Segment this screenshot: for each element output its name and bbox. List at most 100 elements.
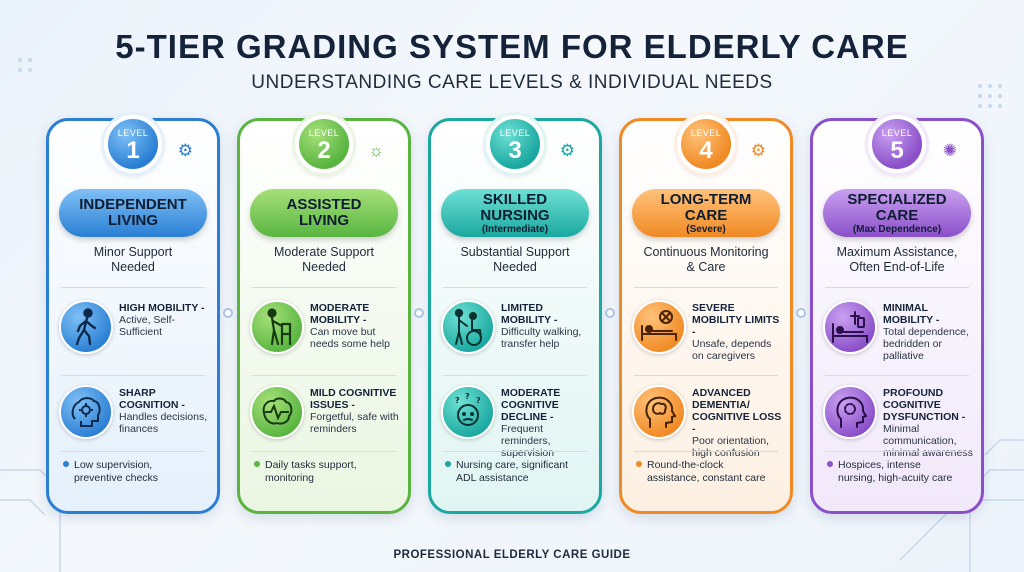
person-walker-icon <box>250 300 304 354</box>
header: 5-TIER GRADING SYSTEM FOR ELDERLY CARE U… <box>0 28 1024 94</box>
bullet-dot <box>445 461 451 468</box>
level-name-qualifier: (Max Dependence) <box>852 223 942 235</box>
level-card-4: LEVEL 4 ⚙ LONG-TERM CARE (Severe) Contin… <box>619 115 793 514</box>
level-badge-number: 5 <box>890 137 904 164</box>
level-card-2: LEVEL 2 ☼ ASSISTED LIVING Moderate Suppo… <box>237 115 411 514</box>
level-badge-number: 3 <box>508 137 522 164</box>
level-name-qualifier: (Severe) <box>686 223 726 235</box>
svg-text:?: ? <box>476 396 481 405</box>
level-badge: LEVEL 5 <box>868 115 926 173</box>
feature-cognition: MILD COGNITIVE ISSUES - Forgetful, safe … <box>250 381 402 451</box>
care-summary-line1: Low supervision, <box>74 459 153 471</box>
feature-mobility: MINIMAL MOBILITY - Total dependence, bed… <box>823 296 975 366</box>
care-summary: Hospices, intense nursing, high-acuity c… <box>827 459 975 485</box>
feature-description: Forgetful, safe with reminders <box>310 411 399 435</box>
footer-caption: PROFESSIONAL ELDERLY CARE GUIDE <box>393 549 631 561</box>
care-summary-line2: ADL assistance <box>456 472 529 484</box>
divider <box>61 287 205 288</box>
feature-heading: SHARP COGNITION - <box>119 387 185 411</box>
wheelchair-assist-icon <box>441 300 495 354</box>
divider <box>61 375 205 376</box>
bullet-dot <box>636 461 642 468</box>
feature-description: Poor orientation, high confusion <box>692 435 770 459</box>
level-badge-number: 4 <box>699 137 713 164</box>
feature-heading: LIMITED MOBILITY - <box>501 302 558 326</box>
level-badge-label: LEVEL <box>881 128 913 138</box>
level-name-pill: SPECIALIZED CARE (Max Dependence) <box>823 189 971 237</box>
level-name: SKILLED NURSING <box>480 190 550 224</box>
feature-cognition: SHARP COGNITION - Handles decisions, fin… <box>59 381 211 451</box>
feature-description: Frequent reminders, supervision <box>501 423 555 459</box>
feature-heading: SEVERE MOBILITY LIMITS - <box>692 302 780 338</box>
divider <box>634 375 778 376</box>
care-summary: Round-the-clock assistance, constant car… <box>636 459 784 485</box>
feature-heading: MODERATE COGNITIVE DECLINE - <box>501 387 561 423</box>
card-connector <box>414 308 424 318</box>
care-summary: Daily tasks support, monitoring <box>254 459 402 485</box>
svg-text:?: ? <box>455 396 460 405</box>
level-name-pill: INDEPENDENT LIVING <box>59 189 207 237</box>
level-badge: LEVEL 2 <box>295 115 353 173</box>
level-card-3: LEVEL 3 ⚙ SKILLED NURSING (Intermediate)… <box>428 115 602 514</box>
confused-head-icon: ??? <box>441 385 495 439</box>
level-name: INDEPENDENT LIVING <box>79 196 187 229</box>
lightbulb-icon: ☼ <box>368 141 384 160</box>
divider <box>443 451 587 452</box>
level-name: LONG-TERM CARE <box>660 190 752 224</box>
feature-description: Minimal communication, minimal awareness <box>883 423 973 459</box>
brain-gear-icon <box>59 385 113 439</box>
care-summary-line2: nursing, high-acuity care <box>838 472 953 484</box>
level-name: SPECIALIZED CARE <box>847 190 947 224</box>
support-need: Continuous Monitoring & Care <box>643 245 769 274</box>
divider <box>61 451 205 452</box>
page-subtitle: UNDERSTANDING CARE LEVELS & INDIVIDUAL N… <box>251 72 773 93</box>
svg-text:?: ? <box>465 392 470 401</box>
level-cards: LEVEL 1 ⚙ INDEPENDENT LIVING Minor Suppo… <box>46 115 986 514</box>
divider <box>252 375 396 376</box>
level-badge: LEVEL 3 <box>486 115 544 173</box>
divider <box>252 287 396 288</box>
support-need: Substantial Support Needed <box>460 245 570 274</box>
brain-head-icon <box>632 385 686 439</box>
level-badge-label: LEVEL <box>117 128 149 138</box>
level-name-qualifier: (Intermediate) <box>481 223 549 235</box>
feature-cognition: PROFOUND COGNITIVE DYSFUNCTION - Minimal… <box>823 381 975 459</box>
page-title: 5-TIER GRADING SYSTEM FOR ELDERLY CARE <box>115 28 909 65</box>
divider <box>634 451 778 452</box>
gear-icon: ⚙ <box>750 141 766 160</box>
level-name-pill: ASSISTED LIVING <box>250 189 398 237</box>
feature-description: Can move but needs some help <box>310 326 390 350</box>
level-name-pill: LONG-TERM CARE (Severe) <box>632 189 780 237</box>
feature-mobility: MODERATE MOBILITY - Can move but needs s… <box>250 296 402 366</box>
level-name: ASSISTED LIVING <box>286 196 362 229</box>
divider <box>443 375 587 376</box>
bed-restricted-icon <box>632 300 686 354</box>
feature-heading: MODERATE MOBILITY - <box>310 302 370 326</box>
care-summary-line1: Nursing care, significant <box>456 459 569 471</box>
level-name-pill: SKILLED NURSING (Intermediate) <box>441 189 589 237</box>
care-summary-line1: Round-the-clock <box>647 459 724 471</box>
care-summary-line1: Hospices, intense <box>838 459 921 471</box>
gear-icon: ⚙ <box>177 141 193 160</box>
sparkle-icon: ✺ <box>942 141 957 160</box>
feature-heading: PROFOUND COGNITIVE DYSFUNCTION - <box>883 387 966 423</box>
card-connector <box>605 308 615 318</box>
feature-cognition: ADVANCED DEMENTIA/ COGNITIVE LOSS - Poor… <box>632 381 784 459</box>
gear-icon: ⚙ <box>559 141 575 160</box>
bedridden-icon <box>823 300 877 354</box>
feature-heading: ADVANCED DEMENTIA/ COGNITIVE LOSS - <box>692 387 782 435</box>
level-card-1: LEVEL 1 ⚙ INDEPENDENT LIVING Minor Suppo… <box>46 115 220 514</box>
divider <box>825 287 969 288</box>
feature-description: Active, Self-Sufficient <box>119 314 176 338</box>
feature-description: Handles decisions, finances <box>119 411 208 435</box>
feature-description: Unsafe, depends on caregivers <box>692 338 772 362</box>
care-summary-line1: Daily tasks support, <box>265 459 357 471</box>
divider <box>825 451 969 452</box>
feature-description: Difficulty walking, transfer help <box>501 326 582 350</box>
feature-description: Total dependence, bedridden or palliativ… <box>883 326 969 362</box>
care-summary-line2: monitoring <box>265 472 315 484</box>
level-badge-number: 1 <box>126 137 140 164</box>
card-connector <box>223 308 233 318</box>
level-card-5: LEVEL 5 ✺ SPECIALIZED CARE (Max Dependen… <box>810 115 984 514</box>
level-badge-label: LEVEL <box>690 128 722 138</box>
